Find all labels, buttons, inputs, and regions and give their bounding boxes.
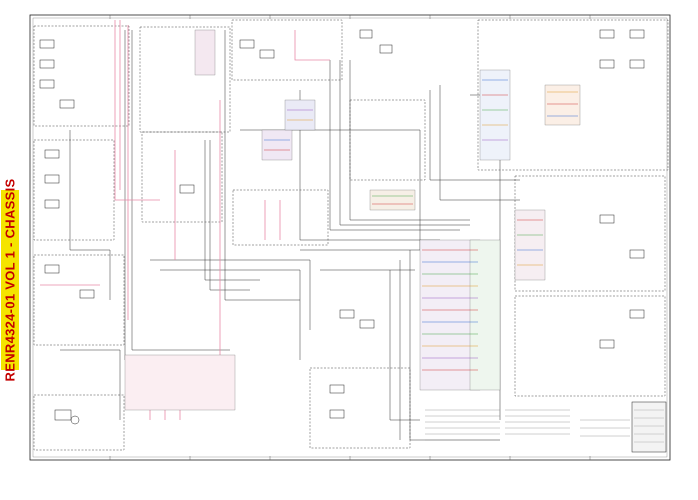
title-highlight-band: [1, 190, 19, 370]
wire-run-9: [349, 60, 470, 221]
frame-top-center-a: [139, 26, 231, 133]
wire-run-1: [69, 130, 111, 300]
title-block-lines: [634, 409, 664, 443]
wire-run-12: [150, 259, 311, 330]
connector-blocks: [124, 29, 581, 411]
connector-block-center: [261, 129, 293, 161]
frame-center-box: [141, 131, 223, 223]
wire-run-15: [209, 140, 250, 291]
wire-run-13: [160, 269, 301, 360]
frame-lower-right: [514, 295, 666, 397]
wire-run-7: [329, 60, 460, 231]
connector-block-center-2: [284, 99, 316, 131]
harness-stripes: [264, 79, 578, 371]
wire-run-2: [124, 30, 230, 361]
wire-run-14: [204, 140, 260, 281]
wire-run-6: [299, 90, 440, 241]
frame-bottom-center: [309, 367, 411, 449]
pink-wire-8: [294, 30, 330, 61]
wire-bundles: [60, 30, 520, 441]
wire-run-19: [389, 270, 420, 421]
frame-top-center-b: [231, 19, 343, 81]
connector-block-large-right: [469, 239, 501, 391]
title-block: [631, 401, 667, 453]
wire-run-16: [60, 349, 121, 420]
connector-block-right-mid: [514, 209, 546, 281]
frame-bottom-left: [33, 394, 125, 451]
connector-block-mid: [369, 189, 416, 211]
wire-run-10: [429, 90, 520, 181]
pink-wire-1: [114, 20, 160, 201]
connector-block-upper-right-a: [479, 69, 511, 161]
frame-upper-right-module: [477, 19, 669, 171]
border-ticks: [109, 15, 591, 460]
frame-left-lower: [33, 254, 125, 346]
wire-run-11: [439, 85, 520, 201]
wire-run-8: [339, 60, 470, 226]
connector-block-upper-right-b: [544, 84, 581, 126]
document-side-title: RENR4324-01 VOL 1 - CHASSIS: [0, 0, 20, 500]
note-lines: [425, 409, 630, 441]
frame-right-center: [349, 99, 426, 181]
frame-top-left: [33, 25, 130, 127]
wire-run-3: [131, 30, 230, 351]
wire-run-4: [224, 30, 300, 301]
component-symbols: [39, 29, 645, 425]
frame-center-mid: [232, 189, 329, 246]
connector-block-top-center: [194, 29, 216, 76]
connector-block-bottom-strip: [124, 354, 236, 411]
frame-left-mid: [33, 139, 115, 241]
